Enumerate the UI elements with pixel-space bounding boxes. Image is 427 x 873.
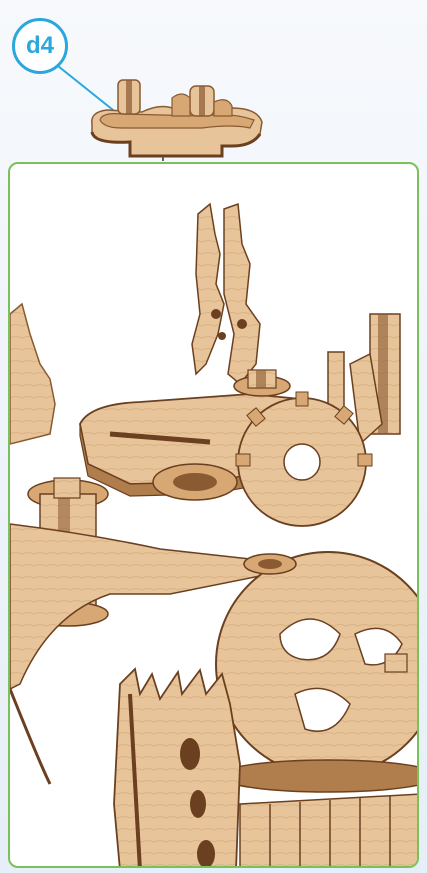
assembly-illustration-frame: [8, 162, 419, 868]
assembly-illustration: [10, 164, 419, 868]
gear-upper: [236, 392, 372, 526]
ornate-gear-lower: [216, 552, 419, 792]
part-d4: [82, 72, 272, 167]
step-badge: d4: [12, 18, 68, 74]
left-upright: [10, 304, 55, 444]
step-label: d4: [26, 32, 54, 60]
spiked-tower-left: [192, 204, 260, 384]
spiked-curtain-front: [114, 669, 240, 868]
part-d4-illustration: [82, 72, 272, 167]
